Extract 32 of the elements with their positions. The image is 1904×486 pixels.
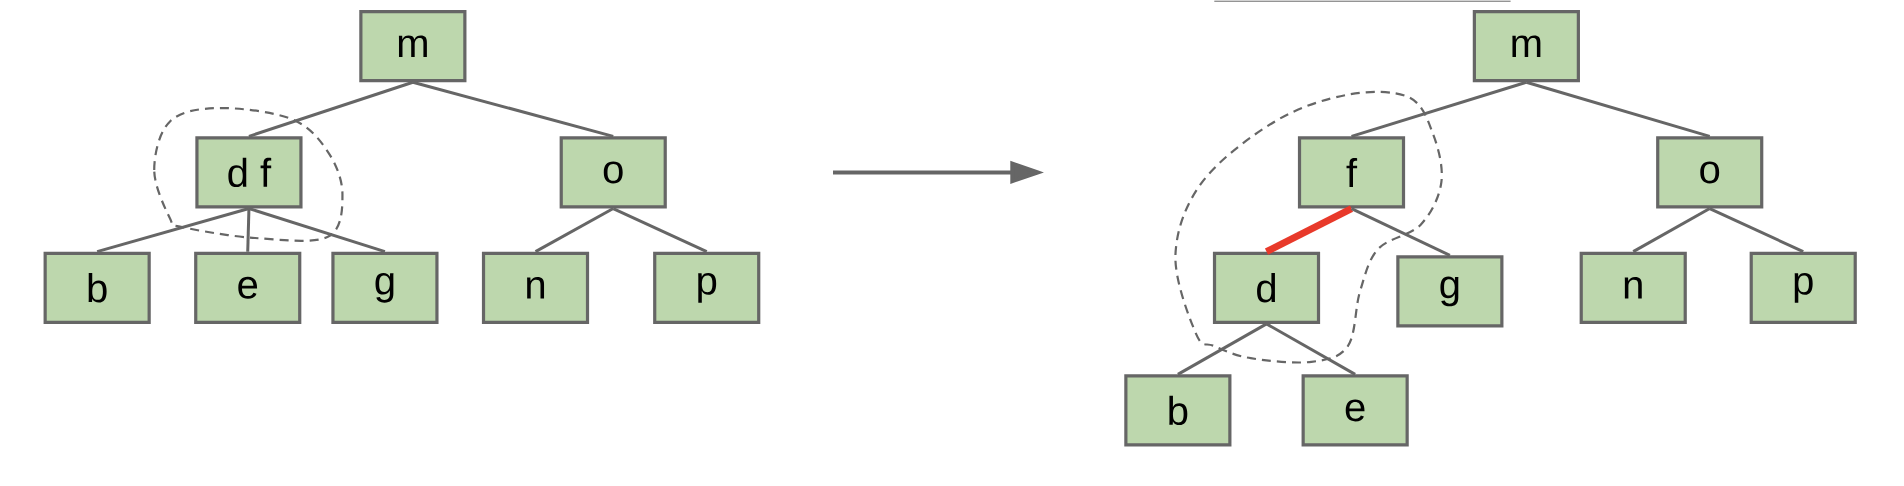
tree-node-box: b [1124, 374, 1232, 447]
tree-node-box: p [1749, 251, 1857, 325]
tree-node-box: m [359, 10, 467, 83]
tree-node-box: o [559, 136, 667, 209]
tree-edge [248, 207, 386, 254]
tree-node-box: e [1301, 374, 1409, 447]
tree-node-box: d f [195, 136, 303, 209]
tree-edge [1632, 207, 1711, 254]
tree-edge [96, 207, 250, 254]
tree-edge [412, 80, 614, 138]
tree-edge [534, 207, 614, 254]
tree-node-box: n [481, 251, 590, 325]
tree-node-box: d [1212, 251, 1321, 325]
tree-node-box: m [1472, 10, 1580, 83]
tree-node-box: e [194, 251, 302, 325]
tree-edge [1350, 207, 1451, 257]
tree-edge [612, 207, 708, 254]
tree-edge [1265, 322, 1356, 376]
tree-edge [1709, 207, 1804, 254]
tree-edge [1351, 80, 1527, 138]
tree-edge [246, 208, 251, 252]
tree-edge [1264, 205, 1354, 255]
tree-node-box: f [1297, 136, 1406, 209]
tree-edge [1177, 322, 1268, 376]
tree-node-box: g [331, 251, 439, 325]
tree-edge [248, 80, 414, 138]
tree-node-box: o [1656, 136, 1764, 209]
tree-node-box: p [653, 251, 761, 325]
tree-edge [1525, 80, 1711, 138]
tree-node-box: n [1579, 251, 1687, 325]
tree-node-box: g [1396, 255, 1504, 328]
tree-node-box: b [43, 251, 151, 325]
